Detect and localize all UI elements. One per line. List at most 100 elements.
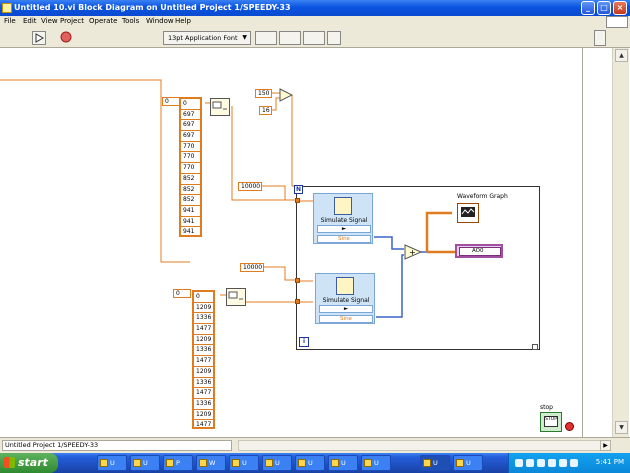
loop-count-terminal[interactable]: N	[294, 185, 303, 194]
array-element: 1477	[196, 421, 212, 429]
constant-150[interactable]: 150	[255, 89, 272, 98]
menu-view[interactable]: View	[41, 17, 58, 25]
simulate-signal-express-top[interactable]: Simulate Signal ► Sine	[313, 193, 373, 244]
taskbar-item[interactable]: U	[262, 455, 292, 471]
array-element: 1477	[194, 388, 213, 399]
chevron-down-icon: ▼	[242, 34, 247, 41]
window-title: Untitled 10.vi Block Diagram on Untitled…	[14, 3, 291, 12]
taskbar-item[interactable]: U	[361, 455, 391, 471]
font-selector[interactable]: 13pt Application Font ▼	[163, 31, 251, 45]
stop-label: stop	[540, 404, 553, 411]
constant-16[interactable]: 16	[259, 106, 272, 115]
array-element: 852	[181, 174, 200, 185]
loop-condition-icon[interactable]	[565, 422, 574, 431]
taskbar-item[interactable]: U	[328, 455, 358, 471]
scroll-right-arrow-icon[interactable]: ▶	[600, 440, 611, 451]
app-icon	[232, 459, 240, 467]
minimize-button[interactable]: _	[581, 1, 595, 15]
labview-app-icon	[2, 3, 12, 13]
taskbar-item[interactable]: U	[229, 455, 259, 471]
scroll-down-arrow-icon[interactable]: ▼	[615, 421, 628, 434]
maximize-button[interactable]: □	[597, 1, 611, 15]
tray-icon[interactable]	[559, 459, 567, 467]
row-index-constant-bottom[interactable]: 0	[173, 289, 191, 298]
app-icon	[166, 459, 174, 467]
clean-up-diagram-icon[interactable]	[327, 31, 341, 45]
for-loop[interactable]	[296, 186, 540, 350]
stop-button-terminal[interactable]: STOP	[540, 412, 562, 432]
loop-resize-handle[interactable]	[532, 344, 538, 350]
windows-flag-icon	[4, 457, 15, 468]
scroll-up-arrow-icon[interactable]: ▲	[615, 49, 628, 62]
waveform-graph-terminal-icon[interactable]	[457, 203, 479, 223]
taskbar-item[interactable]: W	[196, 455, 226, 471]
vertical-scrollbar[interactable]: ▲ ▼	[612, 48, 629, 437]
taskbar-item-active[interactable]: U	[420, 455, 450, 471]
index-array-node-top[interactable]	[210, 98, 230, 116]
taskbar-item[interactable]: U	[130, 455, 160, 471]
simulate-signal-icon	[334, 197, 352, 215]
menu-help[interactable]: Help	[175, 17, 191, 25]
run-arrow-icon[interactable]	[32, 31, 46, 45]
horizontal-scrollbar[interactable]	[238, 440, 610, 451]
clock: 5:41 PM	[595, 458, 624, 466]
index-array-node-bottom[interactable]	[226, 288, 246, 306]
menu-window[interactable]: Window	[146, 17, 174, 25]
multiply-node[interactable]	[279, 88, 293, 102]
waveform-graph-label: Waveform Graph	[457, 193, 508, 200]
array-element: 697	[181, 131, 200, 142]
app-icon	[199, 459, 207, 467]
tunnel-terminal	[295, 278, 300, 283]
status-bar: Untitled Project 1/SPEEDY-33 ◀ ▶	[0, 437, 630, 453]
taskbar-item[interactable]: U	[295, 455, 325, 471]
array-element: 0	[181, 99, 200, 110]
simulate-signal-express-bottom[interactable]: Simulate Signal ► Sine	[315, 273, 375, 324]
abort-icon[interactable]	[60, 31, 74, 45]
menu-file[interactable]: File	[4, 17, 16, 25]
sample-rate-constant-bottom[interactable]: 10000	[240, 263, 264, 272]
close-button[interactable]: ×	[613, 1, 627, 15]
tunnel-terminal	[295, 299, 300, 304]
tray-icon[interactable]	[548, 459, 556, 467]
app-icon	[100, 459, 108, 467]
tray-icon[interactable]	[515, 459, 523, 467]
tray-icon[interactable]	[570, 459, 578, 467]
menu-edit[interactable]: Edit	[23, 17, 37, 25]
analog-output-channel: AO0	[459, 247, 501, 256]
array-element: 0	[194, 292, 213, 303]
signal-type-option: Sine	[319, 315, 373, 323]
app-icon	[298, 459, 306, 467]
start-button[interactable]: start	[0, 453, 58, 473]
context-help-icon[interactable]	[594, 30, 606, 46]
taskbar-item[interactable]: P	[163, 455, 193, 471]
tray-icon[interactable]	[526, 459, 534, 467]
array-element: 852	[181, 195, 200, 206]
tray-icon[interactable]	[537, 459, 545, 467]
add-node[interactable]: +	[404, 244, 422, 260]
align-objects-icon[interactable]	[255, 31, 277, 45]
reorder-icon[interactable]	[303, 31, 325, 45]
block-diagram-canvas[interactable]: 0 0 697 697 697 770 770 770 852 852 852 …	[0, 48, 582, 437]
tone-array-top[interactable]: 0 697 697 697 770 770 770 852 852 852 94…	[179, 97, 202, 237]
menu-operate[interactable]: Operate	[89, 17, 118, 25]
distribute-objects-icon[interactable]	[279, 31, 301, 45]
menu-tools[interactable]: Tools	[122, 17, 140, 25]
array-element: 697	[181, 110, 200, 121]
menu-bar: File Edit View Project Operate Tools Win…	[0, 16, 630, 28]
simulate-signal-icon	[336, 277, 354, 295]
system-tray: 5:41 PM	[508, 453, 630, 473]
row-index-constant-top[interactable]: 0	[162, 97, 180, 106]
menu-project[interactable]: Project	[60, 17, 84, 25]
array-element: 697	[181, 120, 200, 132]
taskbar-item[interactable]: U	[453, 455, 483, 471]
app-icon	[456, 459, 464, 467]
title-bar[interactable]: Untitled 10.vi Block Diagram on Untitled…	[0, 0, 630, 16]
array-element: 1477	[194, 356, 213, 367]
taskbar-item[interactable]: U	[97, 455, 127, 471]
tone-array-bottom[interactable]: 0 1209 1336 1477 1209 1336 1477 1209 133…	[192, 290, 215, 429]
stop-button[interactable]: STOP	[544, 416, 558, 427]
signal-type-option: Sine	[317, 235, 371, 243]
toolbar: 13pt Application Font ▼	[0, 28, 630, 48]
sample-rate-constant-top[interactable]: 10000	[238, 182, 262, 191]
analog-output-node[interactable]: AO0	[455, 244, 503, 258]
